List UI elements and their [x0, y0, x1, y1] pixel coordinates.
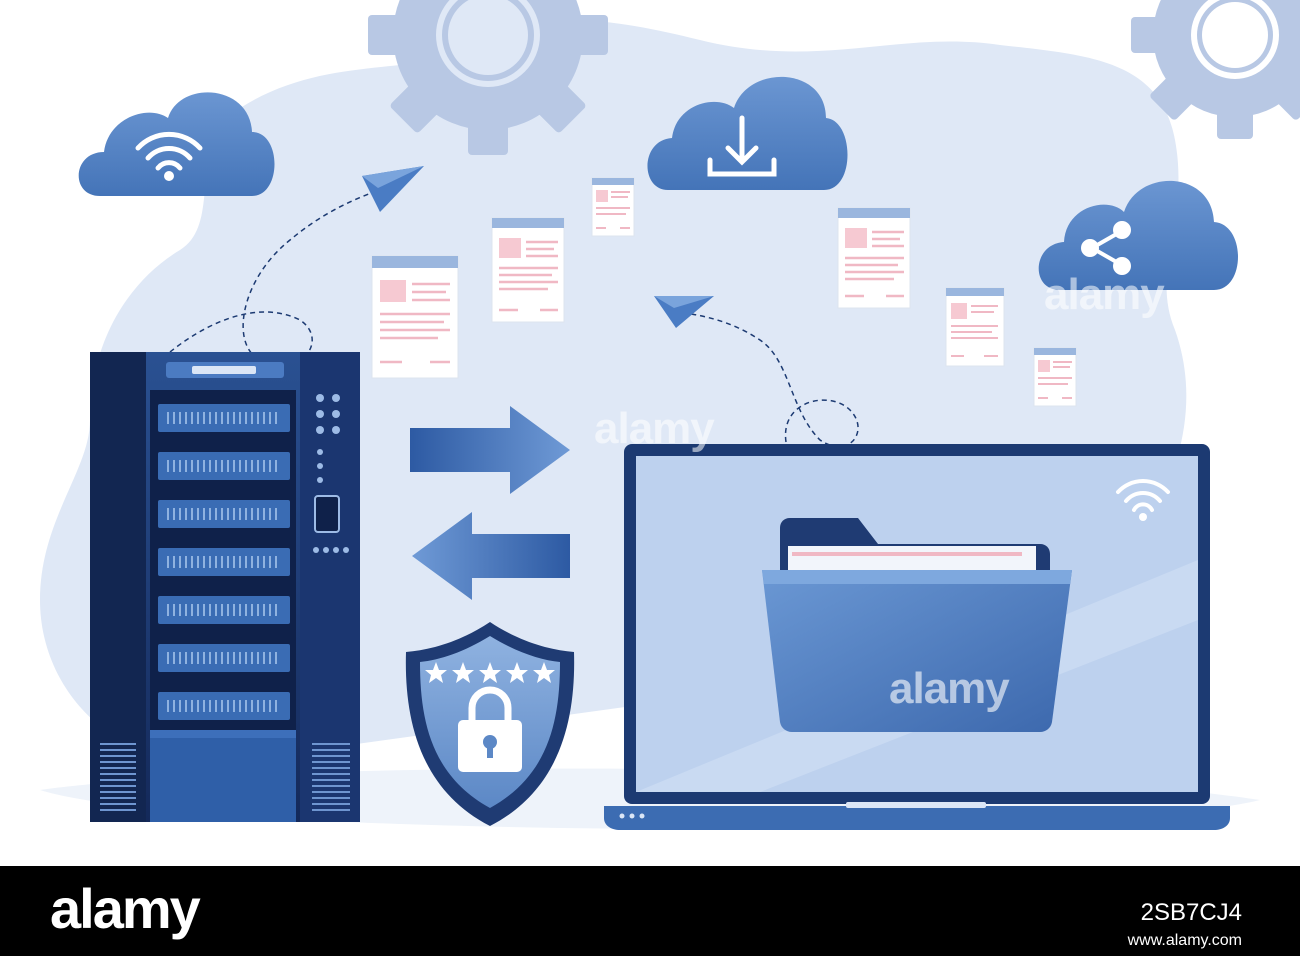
wifi-icon — [135, 131, 203, 171]
gear-icon — [1131, 0, 1300, 139]
footer-image-id: 2SB7CJ4 — [1140, 899, 1242, 926]
illustration — [40, 0, 1300, 830]
indicator-lights — [313, 394, 349, 553]
folder-icon — [762, 518, 1072, 732]
document-icon — [591, 177, 635, 237]
footer-bar: alamy 2SB7CJ4 www.alamy.com — [0, 866, 1300, 956]
laptop — [604, 444, 1230, 830]
footer-url: www.alamy.com — [1127, 932, 1242, 949]
share-icon — [1081, 221, 1131, 275]
document-icon — [837, 207, 911, 309]
footer-logo: alamy — [50, 877, 201, 940]
server-units — [158, 404, 290, 720]
cloud-share — [1038, 180, 1238, 290]
padlock-icon — [458, 686, 522, 772]
vent-grille — [100, 743, 350, 811]
gear-icon — [368, 0, 608, 155]
star-icon — [425, 662, 555, 683]
cloud-wifi — [78, 92, 275, 196]
wifi-icon — [1116, 479, 1170, 512]
security-shield — [405, 622, 575, 826]
paper-plane-icon — [654, 296, 714, 328]
arrow-left-icon — [412, 512, 570, 600]
document-icon — [945, 287, 1005, 367]
download-icon — [707, 115, 777, 177]
dashed-path — [677, 311, 859, 448]
paper-plane-icon — [362, 166, 424, 212]
cloud-download — [647, 76, 848, 190]
document-icon — [491, 217, 565, 323]
document-icon — [1033, 347, 1077, 407]
server-rack — [90, 352, 360, 822]
dashed-path — [169, 187, 386, 367]
document-icon — [371, 255, 459, 379]
arrow-right-icon — [410, 406, 570, 494]
